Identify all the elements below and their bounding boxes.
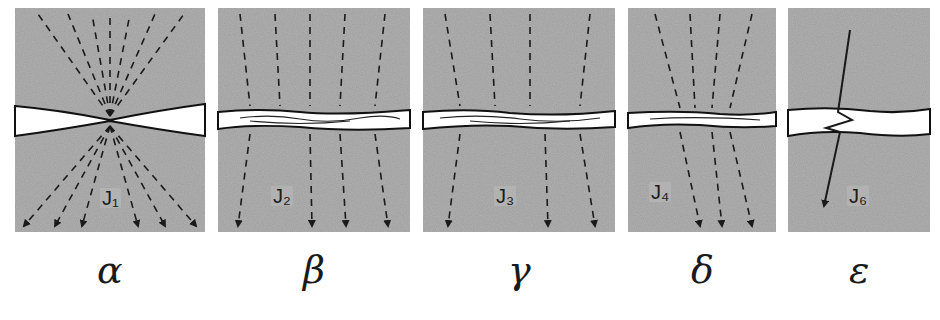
- contact-gaps: [15, 104, 930, 136]
- current-label: J₃: [494, 186, 516, 206]
- current-label: J₄: [649, 182, 671, 202]
- panel-letter: δ: [691, 251, 714, 289]
- current-lines: [24, 14, 752, 226]
- current-label: J₆: [847, 186, 869, 206]
- panel-letter: γ: [508, 251, 531, 289]
- metal-blocks: [15, 8, 930, 232]
- current-label: J₂: [271, 186, 293, 206]
- current-label: J₁: [100, 188, 121, 208]
- current-path: [824, 30, 852, 206]
- panel-letter: ε: [849, 251, 869, 289]
- contact-spots: [240, 116, 760, 123]
- panel-letter: α: [97, 251, 123, 289]
- panel-letter: β: [303, 251, 325, 289]
